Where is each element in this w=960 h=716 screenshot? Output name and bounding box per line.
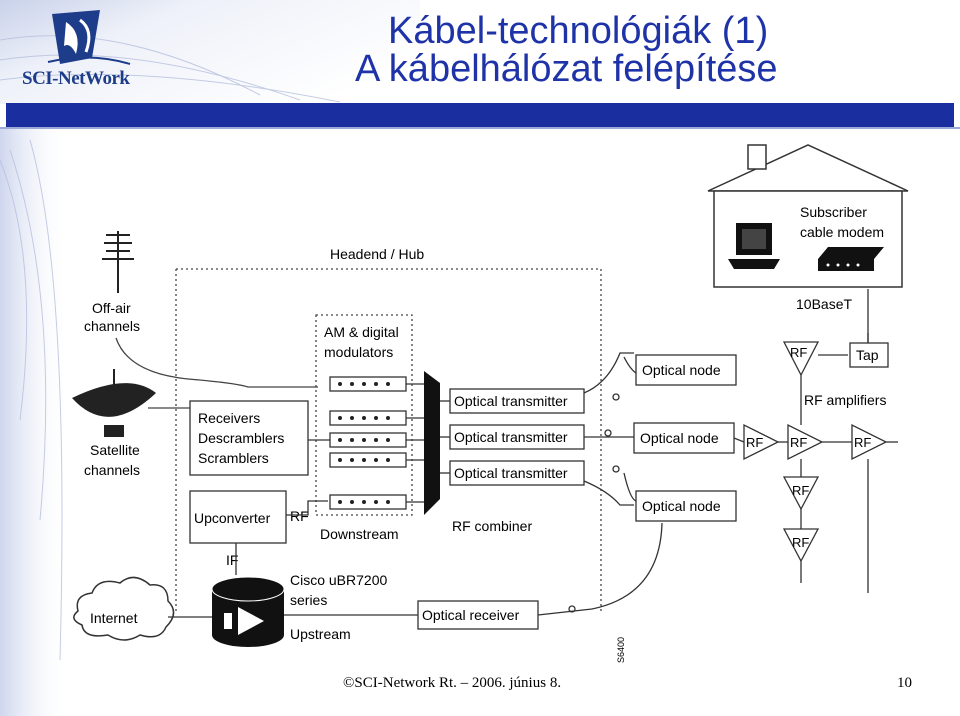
optical-node-3-label: Optical node xyxy=(642,498,721,514)
upconverter-label: Upconverter xyxy=(194,510,271,526)
headend-boundary xyxy=(176,268,602,613)
logo-text: SCI-NetWork xyxy=(22,68,130,89)
rf-amp-3-label: RF xyxy=(854,435,871,450)
subscriber-label-2: cable modem xyxy=(800,224,884,240)
tap-box xyxy=(849,342,889,368)
rf-amp-2-label: RF xyxy=(790,435,807,450)
sci-network-logo: SCI-NetWork xyxy=(20,2,220,102)
antenna-icon xyxy=(102,231,134,293)
downstream-label: Downstream xyxy=(320,526,399,542)
internet-label: Internet xyxy=(90,610,138,626)
rf-amp-5-label: RF xyxy=(792,483,809,498)
rf-amplifiers xyxy=(743,341,888,563)
satellite-label-1: Satellite xyxy=(90,442,140,458)
offair-label-2: channels xyxy=(84,318,140,334)
title-line-2: A kábelhálózat felépítése xyxy=(355,48,778,90)
rf-combiner-icon xyxy=(424,371,440,515)
upstream-label: Upstream xyxy=(290,626,351,642)
rf-amp-1-label: RF xyxy=(746,435,763,450)
footer-copyright: ©SCI-Network Rt. – 2006. június 8. xyxy=(343,675,562,691)
rf-combiner-label: RF combiner xyxy=(452,518,532,534)
tap-label: Tap xyxy=(856,347,879,363)
fiber-links xyxy=(583,352,663,610)
optical-transmitter-3-label: Optical transmitter xyxy=(454,465,568,481)
modulators-label-2: modulators xyxy=(324,344,393,360)
internet-cloud-icon xyxy=(73,576,175,641)
modulators-label-1: AM & digital xyxy=(324,324,399,340)
slide-title: Kábel-technológiák (1) A kábelhálózat fe… xyxy=(355,12,955,88)
optical-receiver-label: Optical receiver xyxy=(422,607,520,623)
satellite-label-2: channels xyxy=(84,462,140,478)
optical-node-2-label: Optical node xyxy=(640,430,719,446)
subscriber-label-1: Subscriber xyxy=(800,204,867,220)
title-line-1: Kábel-technológiák (1) xyxy=(388,10,769,52)
optical-node-1-label: Optical node xyxy=(642,362,721,378)
offair-cable xyxy=(115,337,318,388)
receivers-label-1: Receivers xyxy=(198,410,260,426)
cisco-router-icon xyxy=(211,576,285,647)
cisco-label-2: series xyxy=(290,592,327,608)
title-bar xyxy=(6,103,954,127)
tenbaset-label: 10BaseT xyxy=(796,296,852,312)
upconverter-box xyxy=(189,490,287,544)
figure-id-label: S6400 xyxy=(616,637,626,663)
logo-emblem-icon xyxy=(47,10,131,65)
upconverter-rf-label: RF xyxy=(290,508,309,524)
rf-amplifiers-label: RF amplifiers xyxy=(804,392,886,408)
optical-transmitter-2-label: Optical transmitter xyxy=(454,429,568,445)
receivers-label-2: Descramblers xyxy=(198,430,284,446)
optical-nodes: Optical node Optical node Optical node xyxy=(633,354,737,522)
rf-amp-4-label: RF xyxy=(790,345,807,360)
cable-network-diagram: Off-air channels Satellite channels Inte… xyxy=(68,143,909,666)
cisco-label-1: Cisco uBR7200 xyxy=(290,572,387,588)
receivers-box xyxy=(189,400,309,476)
computer-icon xyxy=(728,223,780,269)
cable-modem-icon xyxy=(818,247,884,271)
receivers-label-3: Scramblers xyxy=(198,450,269,466)
rf-amp-6-label: RF xyxy=(792,535,809,550)
title-bar-shadow xyxy=(0,127,960,129)
if-label: IF xyxy=(226,552,238,568)
optical-transmitter-1-label: Optical transmitter xyxy=(454,393,568,409)
offair-label-1: Off-air xyxy=(92,300,131,316)
satellite-dish-icon xyxy=(72,369,156,437)
page-number: 10 xyxy=(897,675,912,691)
modulators-group xyxy=(315,314,413,516)
modulator-units xyxy=(308,376,424,510)
headend-label: Headend / Hub xyxy=(330,246,424,262)
optical-transmitters: Optical transmitter Optical transmitter … xyxy=(449,388,585,486)
